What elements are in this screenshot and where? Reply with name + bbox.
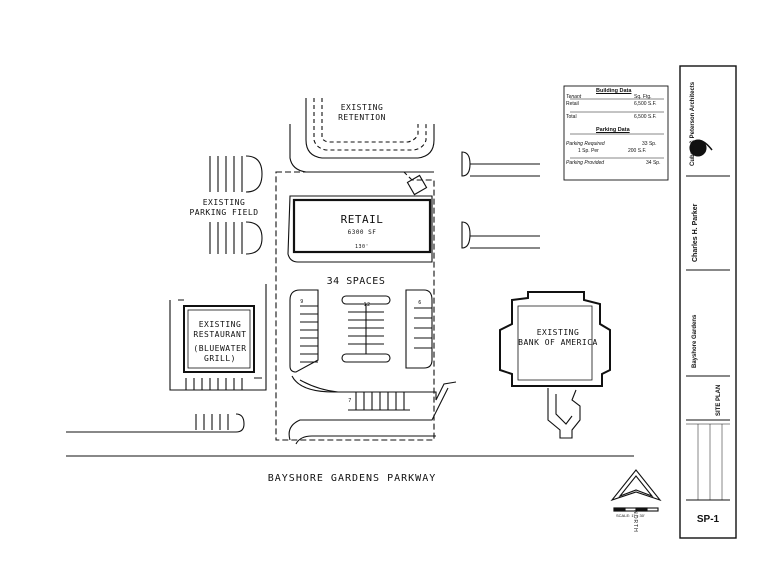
restaurant-site <box>66 284 267 433</box>
stalls-left <box>300 305 318 363</box>
stall-count-bottom: 7 <box>348 398 352 404</box>
parking-ratio-value: 200 S.F. <box>628 148 647 154</box>
bank-parking-stubs <box>461 151 540 249</box>
parking-data-title: Parking Data <box>596 127 630 133</box>
building-row-value: 6,500 S.F. <box>634 101 657 107</box>
stall-count-left: 9 <box>300 299 304 305</box>
data-table-box <box>563 85 669 181</box>
property-line <box>275 171 435 441</box>
scale-bar <box>613 507 659 512</box>
north-arrow-icon <box>610 469 662 502</box>
building-data-title: Building Data <box>596 88 632 94</box>
building-row-label: Retail <box>566 101 579 107</box>
parking-ratio-label: 1 Sp. Per <box>578 148 599 154</box>
stalls-bottom <box>348 392 410 411</box>
stall-count-right: 6 <box>418 300 422 306</box>
retail-title: RETAIL <box>340 213 384 226</box>
stalls-right <box>414 307 432 349</box>
building-data-header-right: Sq. Ftg. <box>634 94 652 100</box>
stall-count-center: 12 <box>363 302 371 308</box>
retail-dimension: 130' <box>354 244 370 250</box>
retail-area: 6300 SF <box>347 229 377 236</box>
parking-required-label: Parking Required <box>566 141 605 147</box>
dumpster-enclosure <box>406 174 428 196</box>
building-data-header-left: Tenant <box>566 94 582 100</box>
street-name: BAYSHORE GARDENS PARKWAY <box>267 473 437 484</box>
project-name: Bayshore Gardens <box>692 314 698 368</box>
retail-curb <box>287 195 433 263</box>
sheet-number: SP-1 <box>696 514 720 525</box>
spaces-count-label: 34 SPACES <box>326 276 386 287</box>
client-name: Charles H. Parker <box>692 203 699 262</box>
building-total-label: Total <box>566 114 577 120</box>
sheet-title: SITE PLAN <box>716 384 722 416</box>
parking-provided-label: Parking Provided <box>566 160 605 166</box>
north-label: NORTH <box>632 510 638 533</box>
stalls-center <box>348 304 384 354</box>
retail-building <box>292 198 432 254</box>
parking-required-value: 33 Sp. <box>642 141 657 147</box>
title-block <box>679 65 737 539</box>
architect-name: Cubaci & Peterson Architects <box>690 81 696 166</box>
building-total-value: 6,500 S.F. <box>634 114 657 120</box>
existing-parking-field <box>209 155 263 255</box>
scale-note: SCALE: 1" = 30' <box>616 513 645 518</box>
driveway-curb <box>288 387 449 441</box>
parking-provided-value: 34 Sp. <box>646 160 661 166</box>
bank-building <box>499 291 611 439</box>
